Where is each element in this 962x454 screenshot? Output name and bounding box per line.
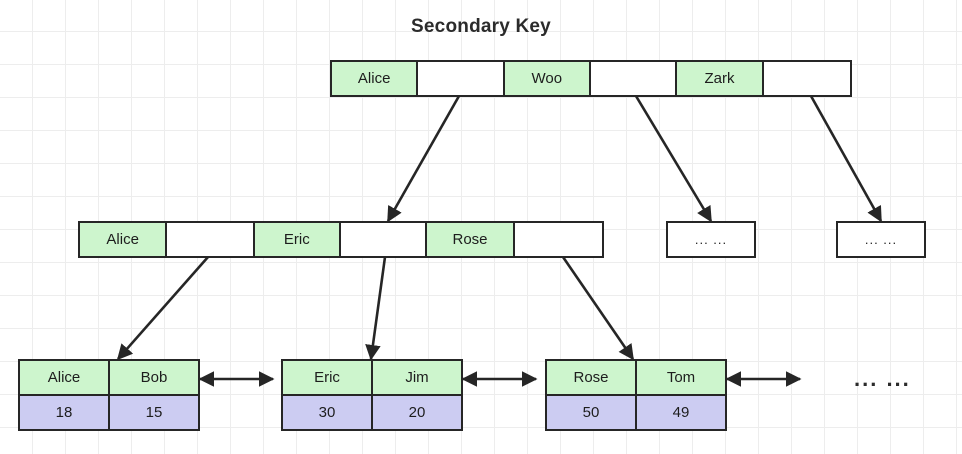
level2-pointer-1[interactable] — [341, 223, 428, 256]
level2-pointer-0[interactable] — [167, 223, 255, 256]
root-key-1[interactable]: Woo — [504, 62, 591, 95]
leaf-1-name-0[interactable]: Alice — [20, 361, 110, 394]
leaf-2-value-row: 30 20 — [283, 396, 461, 429]
leaf-tail-ellipsis: ... ... — [854, 366, 911, 391]
edge-level2-to-leaf-3 — [561, 256, 635, 361]
leaf-3-value-row: 50 49 — [547, 396, 725, 429]
edge-level2-to-leaf-2 — [365, 256, 387, 361]
root-key-2[interactable]: Zark — [677, 62, 764, 95]
level2-internal-node[interactable]: Alice Eric Rose — [78, 221, 604, 258]
page-title: Secondary Key — [411, 16, 551, 37]
level2-pointer-2[interactable] — [514, 223, 602, 256]
level2-key-1[interactable]: Eric — [254, 223, 341, 256]
leaf-1-name-row: Alice Bob — [20, 361, 198, 396]
level2-key-2[interactable]: Rose — [427, 223, 515, 256]
internal-placeholder-2[interactable]: ... ... — [836, 221, 926, 258]
edge-root-to-placeholder-1 — [634, 95, 713, 223]
leaf-3-name-row: Rose Tom — [547, 361, 725, 396]
leaf-3[interactable]: Rose Tom 50 49 — [545, 359, 727, 431]
leaf-2-name-row: Eric Jim — [283, 361, 461, 396]
root-pointer-0[interactable] — [418, 62, 505, 95]
root-key-0[interactable]: Alice — [332, 62, 419, 95]
root-internal-node[interactable]: Alice Woo Zark — [330, 60, 852, 97]
leaf-3-value-1[interactable]: 49 — [637, 396, 725, 429]
leaf-2-value-1[interactable]: 20 — [373, 396, 461, 429]
level2-key-0[interactable]: Alice — [80, 223, 168, 256]
leaf-2-name-1[interactable]: Jim — [373, 361, 461, 394]
leaf-1-value-row: 18 15 — [20, 396, 198, 429]
leaf-3-name-0[interactable]: Rose — [547, 361, 637, 394]
leaf-1-name-1[interactable]: Bob — [110, 361, 198, 394]
root-pointer-2[interactable] — [763, 62, 850, 95]
leaf-2-name-0[interactable]: Eric — [283, 361, 373, 394]
internal-placeholder-1[interactable]: ... ... — [666, 221, 756, 258]
edge-root-to-placeholder-2 — [809, 95, 883, 223]
edge-root-to-level2 — [386, 95, 461, 223]
leaf-2-value-0[interactable]: 30 — [283, 396, 373, 429]
edge-level2-to-leaf-1 — [116, 256, 209, 361]
leaf-1-value-0[interactable]: 18 — [20, 396, 110, 429]
root-pointer-1[interactable] — [590, 62, 678, 95]
leaf-2[interactable]: Eric Jim 30 20 — [281, 359, 463, 431]
leaf-1-value-1[interactable]: 15 — [110, 396, 198, 429]
leaf-3-name-1[interactable]: Tom — [637, 361, 725, 394]
leaf-1[interactable]: Alice Bob 18 15 — [18, 359, 200, 431]
leaf-3-value-0[interactable]: 50 — [547, 396, 637, 429]
